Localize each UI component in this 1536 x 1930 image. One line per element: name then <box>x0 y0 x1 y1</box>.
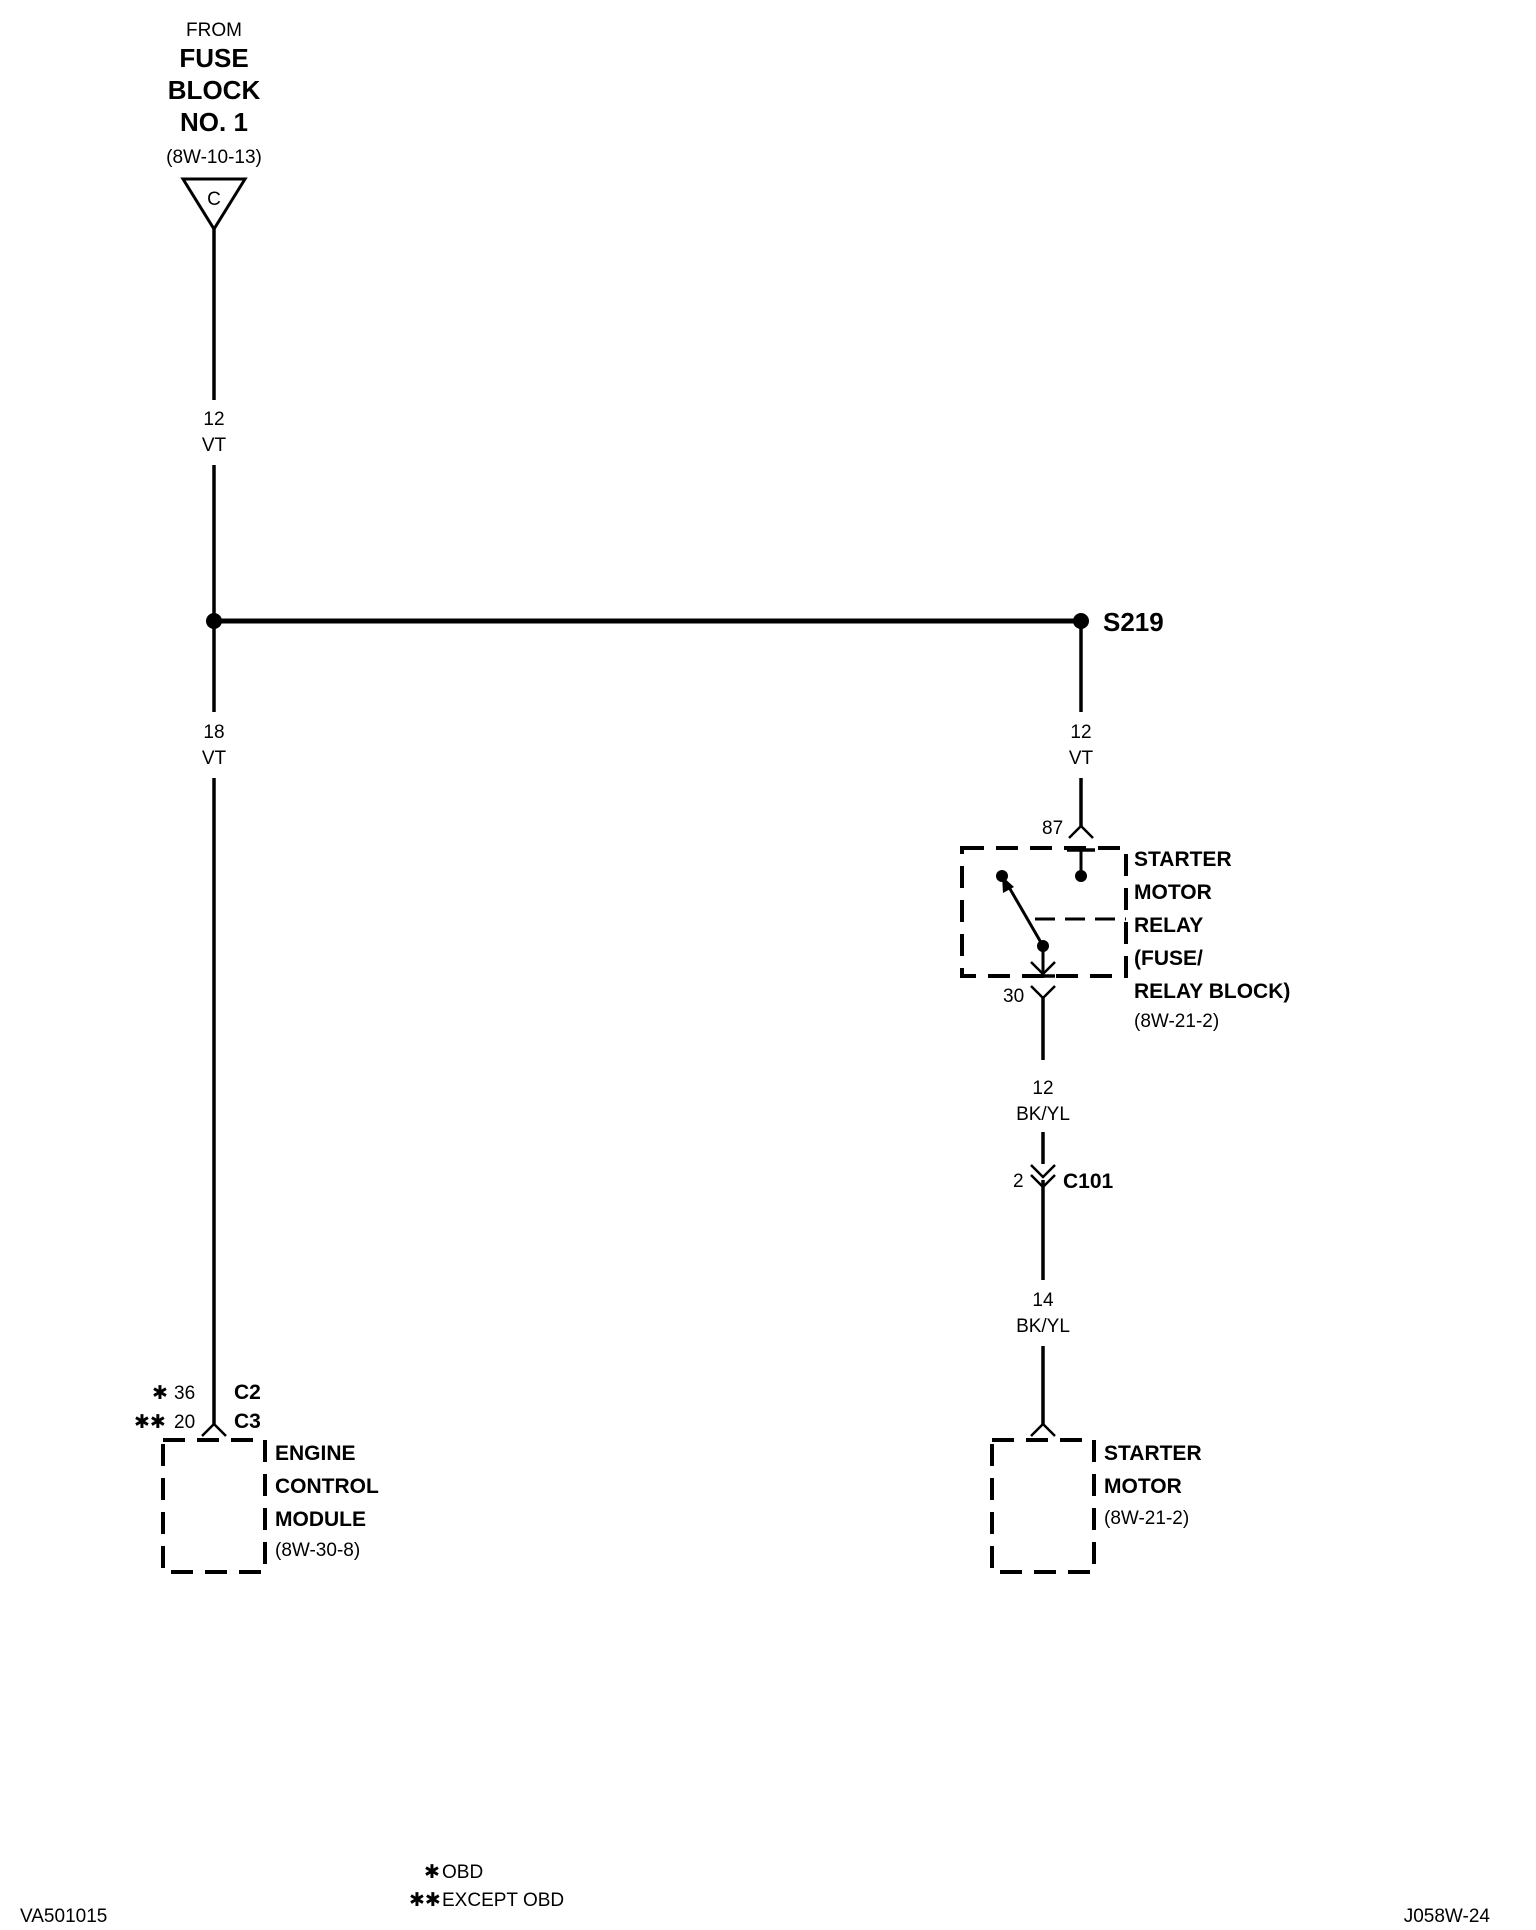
relay-output-color: BK/YL <box>1016 1104 1070 1125</box>
relay-contact-30-chevron <box>1030 961 1056 976</box>
ecm-branch-color: VT <box>202 748 227 769</box>
relay-pin-out: 30 <box>1003 986 1024 1007</box>
relay-name-line-2: MOTOR <box>1134 881 1212 904</box>
relay-arm-arrowhead <box>1002 876 1014 893</box>
ecm-pin-connector <box>201 1422 227 1437</box>
ecm-connector-c3: C3 <box>234 1410 261 1433</box>
ecm-ref: (8W-30-8) <box>275 1540 360 1561</box>
starter-motor-name-line-1: STARTER <box>1104 1442 1202 1465</box>
ecm-name-line-1: ENGINE <box>275 1442 356 1465</box>
source-name-line-3: NO. 1 <box>180 107 248 137</box>
c101-pin: 2 <box>1013 1171 1024 1192</box>
starter-motor-pin-connector <box>1030 1422 1056 1437</box>
relay-pin30-connector <box>1030 985 1056 1000</box>
footer-right-code: J058W-24 <box>1404 1906 1491 1927</box>
ecm-connector-c2: C2 <box>234 1381 261 1404</box>
source-name-line-2: BLOCK <box>168 75 261 105</box>
ecm-name-line-2: CONTROL <box>275 1475 379 1498</box>
footer-left-code: VA501015 <box>20 1906 107 1927</box>
relay-name-line-5: RELAY BLOCK) <box>1134 980 1290 1003</box>
relay-switch-arm <box>1004 881 1045 947</box>
starter-motor-dashed-box <box>990 1438 1096 1574</box>
source-ref: (8W-10-13) <box>166 147 262 168</box>
ecm-pin-obd-mark: ✱ <box>152 1383 168 1404</box>
main-feed-gauge: 12 <box>203 409 224 430</box>
legend-obd: OBD <box>442 1862 483 1883</box>
relay-pin87-connector <box>1068 824 1094 839</box>
splice-label: S219 <box>1103 607 1164 637</box>
c101-connector-upper <box>1030 1164 1056 1179</box>
source-name-line-1: FUSE <box>179 43 248 73</box>
legend-except-mark: ✱✱ <box>409 1890 441 1911</box>
relay-ref: (8W-21-2) <box>1134 1011 1219 1032</box>
legend-obd-mark: ✱ <box>424 1862 440 1883</box>
motor-feed-gauge: 14 <box>1032 1290 1054 1311</box>
ecm-name-line-3: MODULE <box>275 1508 366 1531</box>
ecm-pin-except-mark: ✱✱ <box>134 1412 166 1433</box>
ecm-dashed-box <box>161 1438 267 1574</box>
c101-label: C101 <box>1063 1170 1114 1193</box>
starter-motor-name-line-2: MOTOR <box>1104 1475 1182 1498</box>
relay-name-line-1: STARTER <box>1134 848 1232 871</box>
fuse-block-source: FROM FUSE BLOCK NO. 1 (8W-10-13) C <box>166 20 262 232</box>
relay-feed-color: VT <box>1069 748 1094 769</box>
motor-feed-color: BK/YL <box>1016 1316 1070 1337</box>
source-connector-triangle <box>180 177 248 232</box>
legend: ✱ OBD ✱✱ EXCEPT OBD <box>409 1862 564 1911</box>
relay-contact-87-dot <box>1075 870 1087 882</box>
relay-name-line-4: (FUSE/ <box>1134 947 1203 970</box>
ecm-pin-obd: 36 <box>174 1383 195 1404</box>
legend-except: EXCEPT OBD <box>442 1890 564 1911</box>
relay-name-line-3: RELAY <box>1134 914 1203 937</box>
relay-feed-gauge: 12 <box>1070 722 1091 743</box>
relay-output-gauge: 12 <box>1032 1078 1053 1099</box>
starter-motor-ref: (8W-21-2) <box>1104 1508 1189 1529</box>
source-connector-letter: C <box>207 189 221 210</box>
main-feed-color: VT <box>202 435 227 456</box>
source-from-label: FROM <box>186 20 242 41</box>
ecm-branch-gauge: 18 <box>203 722 224 743</box>
ecm-pin-except: 20 <box>174 1412 195 1433</box>
relay-pin-in: 87 <box>1042 818 1063 839</box>
